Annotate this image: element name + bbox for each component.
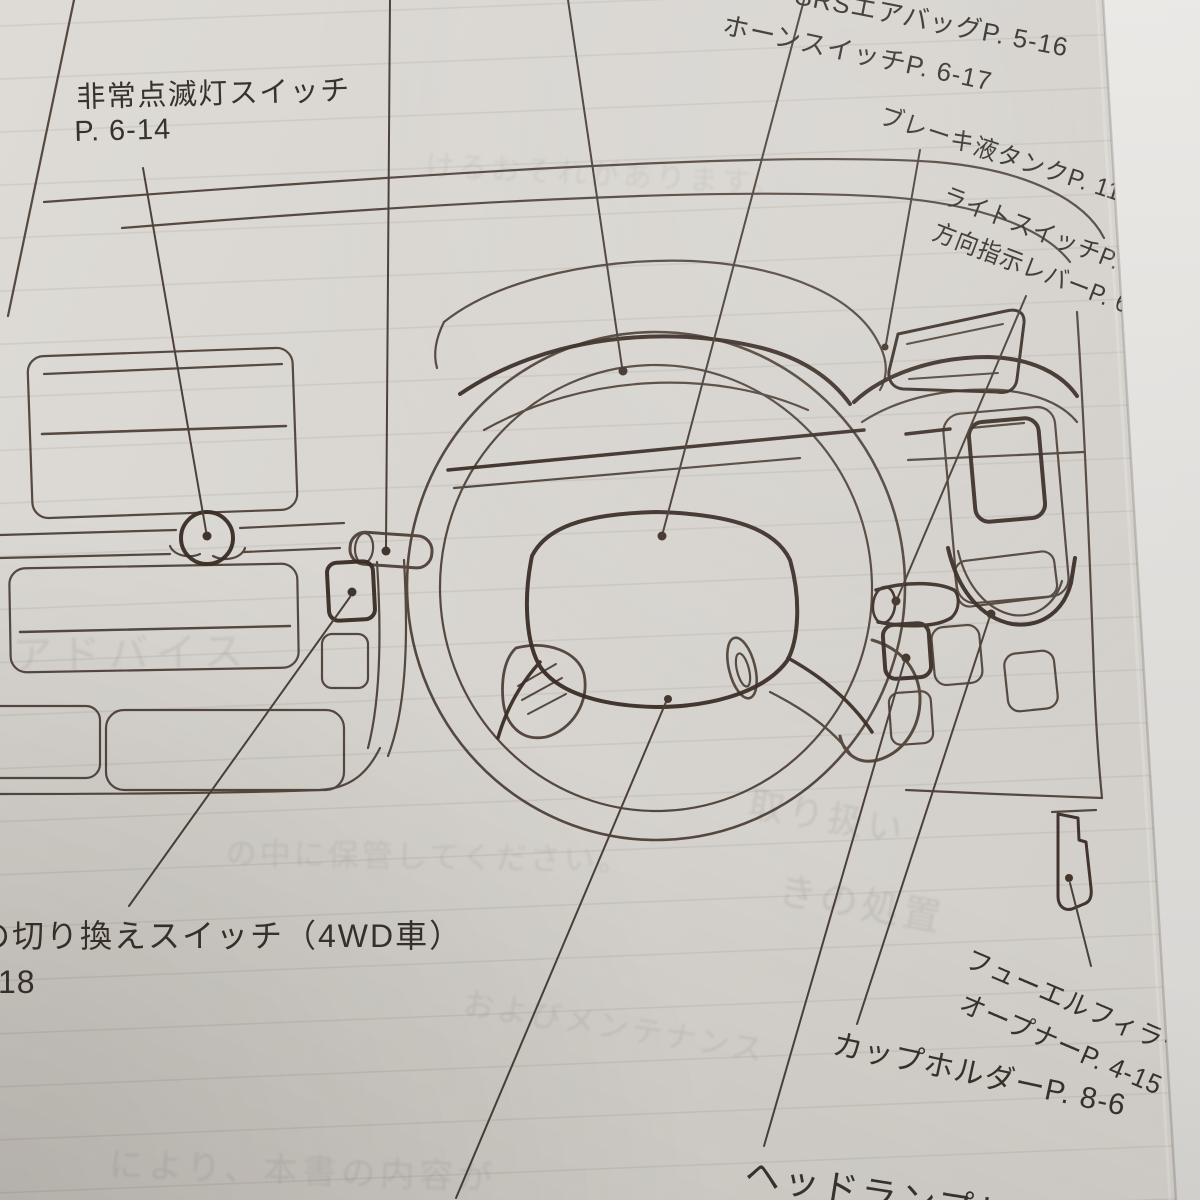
- dot-light-switch: [891, 596, 901, 606]
- dash-top-line2: [120, 192, 1072, 264]
- tray-panel: [8, 562, 300, 674]
- a-pillar-line: [6, 0, 76, 318]
- label-hazard-switch-line1: 非常点滅灯スイッチ: [75, 74, 352, 114]
- dashboard-bold-accents: [179, 308, 1093, 911]
- small-vent3: [887, 690, 935, 746]
- leader-fuel-opener: [1069, 882, 1092, 967]
- leader-hazard: [142, 167, 207, 532]
- leader-pad: [662, 0, 805, 533]
- right-spoke-inner: [768, 690, 854, 758]
- dot-pad: [657, 531, 667, 541]
- light-switch-stalk: [871, 581, 960, 628]
- mid-line1r: [238, 521, 346, 530]
- leader-cup-holder: [856, 618, 990, 1025]
- steering-wheel-inner-rim: [438, 363, 874, 813]
- meter-hood-bold: [458, 334, 852, 406]
- dashboard-structure: [0, 0, 1106, 842]
- blank-switch-left: [320, 632, 370, 690]
- right-console-frame: [942, 405, 1070, 605]
- dot-fuel: [1065, 874, 1073, 882]
- label-drive-select-switch-line1: の切り換えスイッチ（4WD車）: [0, 918, 464, 954]
- mid-line2: [0, 552, 172, 560]
- cup-holder-inner-curve: [956, 549, 1064, 617]
- leader-meter-cut: [567, 0, 623, 368]
- lower-slot-left: [0, 704, 102, 780]
- glove-compartment: [966, 416, 1048, 524]
- drive-select-switch-shape: [325, 559, 377, 623]
- dot-headlamp: [901, 653, 911, 663]
- dash-bottom-right: [904, 788, 1104, 800]
- left-thumb-grip: [501, 644, 587, 740]
- dot-wiper: [381, 546, 391, 556]
- dot-hazard: [202, 531, 212, 541]
- dot-meter: [618, 366, 628, 376]
- dot-brake: [881, 343, 889, 351]
- lower-slot-right: [104, 708, 346, 792]
- dash-dash-segment: [968, 421, 1026, 430]
- leader-headlamp: [763, 662, 905, 1147]
- label-drive-select-switch-line2: 18: [0, 964, 36, 1000]
- defroster-vent: [887, 308, 1026, 394]
- hazard-switch-circle: [179, 510, 235, 566]
- left-spoke-bold: [496, 660, 542, 740]
- small-vent1: [930, 623, 984, 687]
- dash-crossing-thin: [452, 456, 802, 490]
- column-left-line: [366, 560, 381, 750]
- wheel-spoke-oval: [726, 636, 758, 700]
- audio-panel: [26, 346, 299, 520]
- leader-brake-fluid: [885, 149, 921, 345]
- small-vent2: [1003, 649, 1059, 713]
- defroster-vent-slats: [906, 323, 1004, 380]
- leader-drive-select: [128, 596, 351, 907]
- dash-bottom-left: [0, 746, 382, 796]
- meter-hood-left: [434, 320, 446, 370]
- hazard-scallop-right: [211, 546, 247, 561]
- right-junction-bold: [852, 355, 1079, 404]
- cup-holder-tray: [946, 546, 1077, 627]
- cup-holder-slot: [953, 550, 1059, 608]
- right-junction-thin: [860, 388, 1079, 424]
- wheel-spoke-oval-inner: [734, 652, 752, 688]
- leader-wiper-cut: [385, 0, 391, 549]
- leader-dots: [202, 343, 1073, 882]
- mid-line2r: [242, 546, 342, 554]
- meter-hood-outer: [442, 259, 887, 392]
- steering-pad: [524, 510, 800, 709]
- dot-cup-holder: [986, 609, 996, 619]
- column-right-line: [386, 558, 408, 758]
- fuel-lever-mount: [1050, 808, 1098, 814]
- dash-top-line: [42, 157, 1106, 240]
- grip-hatch2: [527, 693, 567, 715]
- dot-drive-select: [347, 587, 357, 597]
- right-mid-line: [906, 450, 1086, 462]
- fuel-filler-lever-shape: [1056, 812, 1093, 911]
- leader-lines: [128, 0, 1092, 1199]
- hazard-scallop-left: [168, 544, 202, 558]
- meter-opening-arc: [482, 381, 810, 432]
- right-spoke-bold: [786, 656, 874, 734]
- leader-bottom-cut: [455, 701, 667, 1199]
- dash-crossing-bold2: [904, 427, 952, 436]
- leader-light-switch: [897, 295, 1027, 598]
- audio-panel-inner-top: [42, 362, 284, 376]
- label-hazard-switch-line2: P. 6-14: [73, 113, 172, 148]
- tray-divider: [18, 624, 292, 634]
- audio-panel-divider: [40, 424, 288, 436]
- dash-right-edge: [1075, 310, 1104, 800]
- steering-wheel-outer-rim: [405, 330, 907, 842]
- mid-line1: [0, 528, 178, 537]
- dash-crossing-bold: [446, 428, 866, 472]
- dot-bottom-cut: [664, 695, 672, 703]
